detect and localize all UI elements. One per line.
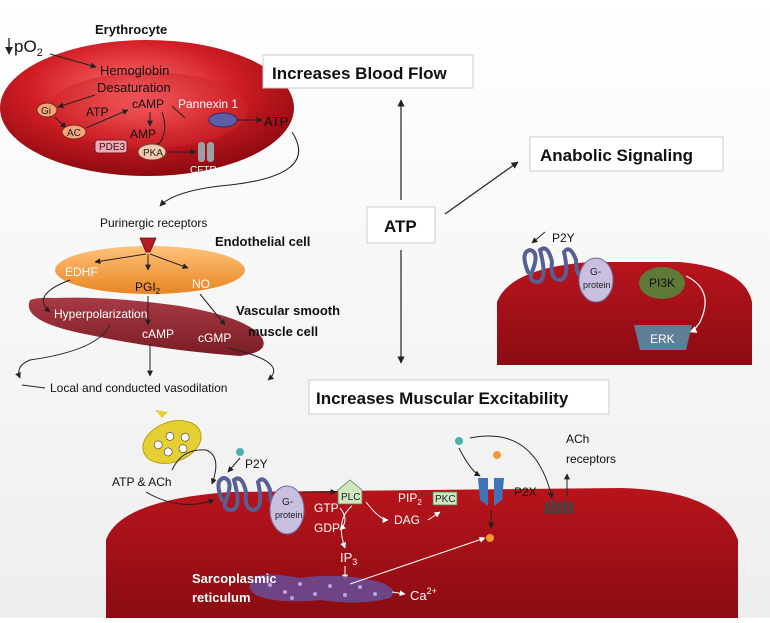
anabolic-cell-group: P2Y G- protein PI3K ERK bbox=[497, 231, 752, 365]
gi-label: Gi bbox=[41, 106, 51, 117]
vsm-label-line2: muscle cell bbox=[248, 324, 318, 339]
desaturation-label: Desaturation bbox=[97, 80, 171, 95]
erythrocyte-group: Erythrocyte pO2 Hemoglobin Desaturation … bbox=[0, 22, 300, 207]
synaptic-vesicle bbox=[142, 420, 202, 464]
plc-label: PLC bbox=[341, 492, 360, 503]
pannexin-label: Pannexin 1 bbox=[178, 97, 238, 111]
ac-label: AC bbox=[67, 128, 81, 139]
muscle-g-label-1: G- bbox=[282, 497, 293, 508]
amp-label: AMP bbox=[130, 127, 156, 141]
blood-flow-label: Increases Blood Flow bbox=[272, 64, 448, 83]
atp-inner-label: ATP bbox=[86, 105, 108, 119]
pka-label: PKA bbox=[143, 148, 163, 159]
p2x-channel-left bbox=[478, 478, 488, 506]
pgi2-label: PGI2 bbox=[135, 280, 161, 296]
ca-label: Ca2+ bbox=[410, 586, 437, 603]
gdp-label: GDP bbox=[314, 521, 340, 535]
endothelial-label: Endothelial cell bbox=[215, 234, 310, 249]
vsm-label-line1: Vascular smooth bbox=[236, 303, 340, 318]
muscle-g-label-2: protein bbox=[275, 510, 303, 520]
calcium-dot bbox=[486, 534, 494, 542]
no-label: NO bbox=[192, 277, 210, 291]
dag-label: DAG bbox=[394, 513, 420, 527]
po2-label: pO2 bbox=[14, 37, 43, 59]
cgmp-label: cGMP bbox=[198, 331, 231, 345]
pde3-label: PDE3 bbox=[99, 142, 126, 153]
ligand-dot-ach bbox=[493, 451, 501, 459]
ac-enzyme bbox=[61, 124, 87, 140]
atp-ach-label: ATP & ACh bbox=[112, 475, 172, 489]
atp-to-endothelium-arrow bbox=[159, 131, 300, 207]
gtp-label: GTP bbox=[314, 501, 339, 515]
anabolic-g-protein bbox=[578, 257, 614, 303]
arrow-to-anabolic bbox=[444, 161, 519, 215]
anabolic-g-label-2: protein bbox=[583, 280, 611, 290]
anabolic-box bbox=[529, 136, 724, 172]
plc-enzyme bbox=[337, 479, 363, 505]
sr-dots bbox=[268, 582, 377, 600]
camp-vsm-label: cAMP bbox=[142, 327, 174, 341]
atp-center-box bbox=[366, 206, 436, 244]
purinergic-label: Purinergic receptors bbox=[100, 216, 207, 230]
anabolic-p2y-label: P2Y bbox=[552, 231, 575, 245]
anabolic-g-label-1: G- bbox=[590, 267, 601, 278]
muscle-p2y-label: P2Y bbox=[245, 457, 268, 471]
ach-receptors bbox=[545, 500, 573, 514]
sr-label-line1: Sarcoplasmic bbox=[192, 571, 277, 586]
pi3k-node bbox=[639, 267, 685, 299]
cftr-label: CFTR bbox=[190, 165, 217, 176]
muscle-cell-group: ATP & ACh P2Y G- protein PLC GTP GDP PIP… bbox=[106, 410, 738, 618]
sr-label-line2: reticulum bbox=[192, 590, 251, 605]
erk-label: ERK bbox=[650, 332, 675, 346]
anabolic-muscle-cell bbox=[497, 262, 752, 365]
cftr-channel-left bbox=[198, 142, 205, 162]
pka-enzyme bbox=[137, 143, 167, 161]
pannexin-channel bbox=[208, 112, 238, 128]
erk-node bbox=[634, 325, 692, 350]
blood-flow-box bbox=[262, 54, 474, 89]
atp-released-label: ATP bbox=[264, 114, 288, 129]
excitability-label: Increases Muscular Excitability bbox=[316, 389, 569, 408]
vascular-group: Purinergic receptors Endothelial cell ED… bbox=[15, 216, 340, 395]
hyperpolarization-label: Hyperpolarization bbox=[54, 307, 147, 321]
muscle-g-protein bbox=[269, 485, 305, 535]
p2x-label: P2X bbox=[514, 485, 537, 499]
anabolic-label: Anabolic Signaling bbox=[540, 146, 693, 165]
pi3k-label: PI3K bbox=[649, 276, 675, 290]
vasodilation-label: Local and conducted vasodilation bbox=[50, 381, 227, 395]
anabolic-p2y-receptor bbox=[522, 246, 586, 285]
edhf-label: EDHF bbox=[65, 265, 98, 279]
erythrocyte-title: Erythrocyte bbox=[95, 22, 167, 37]
ach-label-line2: receptors bbox=[566, 452, 616, 466]
ip3-label: IP3 bbox=[340, 550, 357, 567]
cftr-channel-right bbox=[207, 142, 214, 162]
center-group: Increases Blood Flow ATP Anabolic Signal… bbox=[262, 54, 724, 415]
purinergic-receptor bbox=[139, 237, 157, 253]
pkc-enzyme bbox=[432, 491, 458, 506]
vascular-smooth-muscle-cell bbox=[28, 297, 264, 356]
pip2-label: PIP2 bbox=[398, 491, 422, 507]
p2x-channel-right bbox=[494, 478, 504, 506]
ach-label-line1: ACh bbox=[566, 432, 589, 446]
camp-label: cAMP bbox=[132, 97, 164, 111]
pde3-enzyme bbox=[94, 139, 128, 154]
hemoglobin-label: Hemoglobin bbox=[100, 63, 169, 78]
excitability-box bbox=[308, 379, 610, 415]
vesicle-tip bbox=[155, 410, 168, 418]
ligand-dot-p2y bbox=[236, 448, 244, 456]
gi-protein bbox=[36, 102, 58, 118]
ligand-dot-p2x bbox=[455, 437, 463, 445]
atp-center-label: ATP bbox=[384, 217, 417, 236]
muscle-p2y-receptor bbox=[216, 475, 280, 513]
pkc-label: PKC bbox=[435, 494, 456, 505]
